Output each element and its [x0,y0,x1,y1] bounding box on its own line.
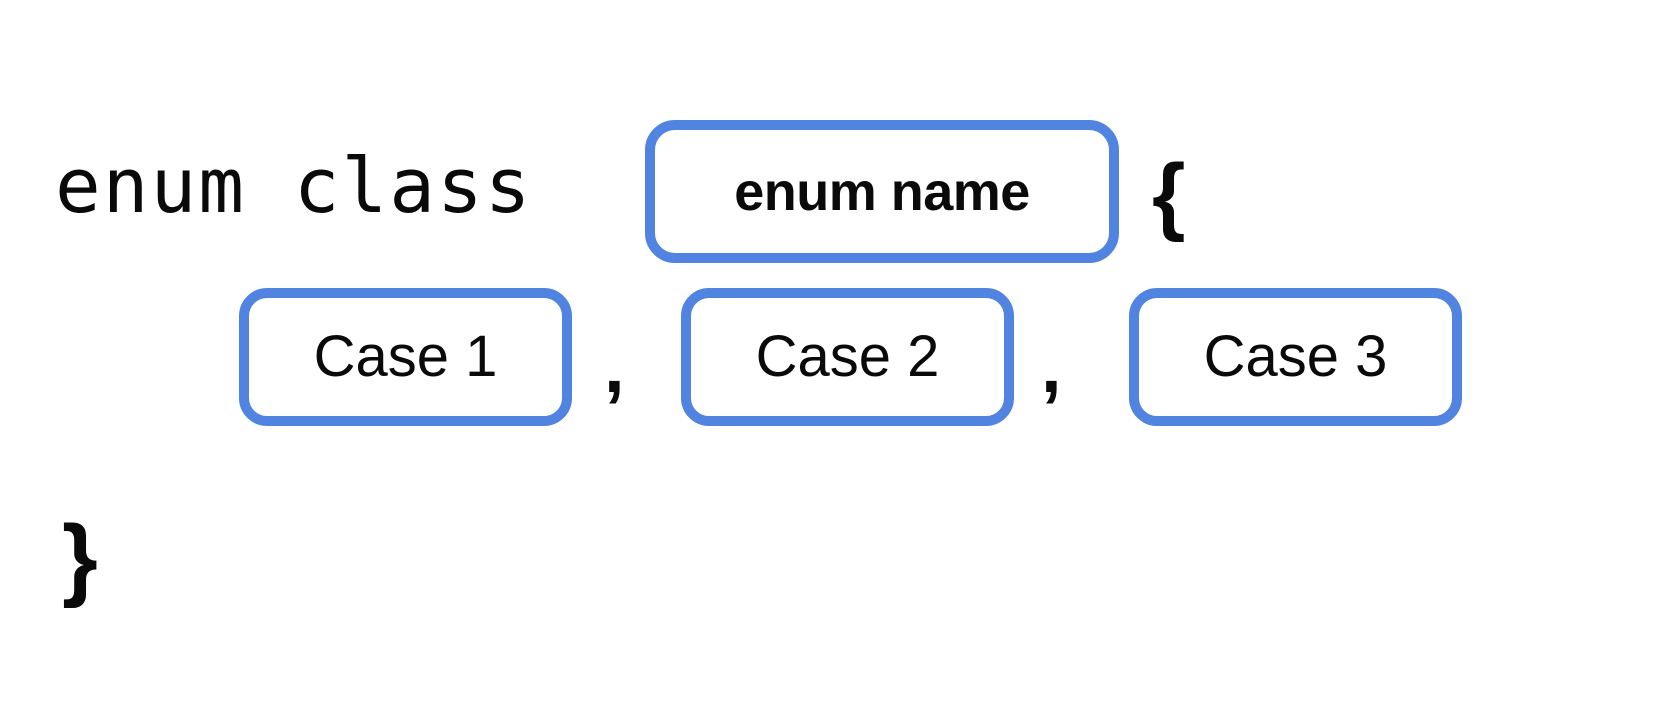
comma-separator-2: , [1041,325,1062,408]
slot-case-1[interactable]: Case 1 [239,288,572,426]
brace-close-glyph: } [62,507,98,609]
slot-case-3[interactable]: Case 3 [1129,288,1462,426]
slot-case-2[interactable]: Case 2 [681,288,1014,426]
slot-case-2-label: Case 2 [755,324,940,389]
comma-separator-1: , [604,325,625,408]
brace-open-glyph: { [1152,147,1186,243]
slot-case-1-label: Case 1 [313,324,498,389]
slot-case-3-label: Case 3 [1203,324,1388,389]
keyword-enum-class: enum class [55,141,533,230]
slot-enum-name-label: enum name [734,161,1030,222]
slot-enum-name[interactable]: enum name [645,120,1119,263]
